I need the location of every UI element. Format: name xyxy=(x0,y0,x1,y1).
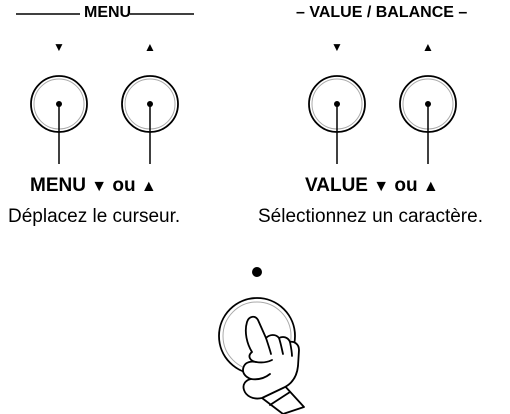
value-description: Sélectionnez un caractère. xyxy=(258,206,483,227)
menu-up-button[interactable] xyxy=(121,75,179,164)
led-dot-icon xyxy=(252,267,262,277)
menu-description: Déplacez le curseur. xyxy=(8,206,181,227)
value-down-arrow-icon: ▼ xyxy=(331,40,343,54)
value-up-arrow-icon: ▲ xyxy=(422,40,434,54)
menu-caption-ou: ou xyxy=(112,175,136,196)
value-caption-name: VALUE xyxy=(305,175,368,196)
menu-caption-up-icon: ▲ xyxy=(140,178,157,195)
value-header-label: – VALUE / BALANCE – xyxy=(296,4,468,21)
menu-caption-name: MENU xyxy=(30,175,86,196)
menu-down-arrow-icon: ▼ xyxy=(53,40,65,54)
menu-down-button[interactable] xyxy=(30,75,88,164)
pressing-hand-icon xyxy=(242,315,305,414)
value-caption-ou: ou xyxy=(394,175,418,196)
menu-up-arrow-icon: ▲ xyxy=(144,40,156,54)
menu-caption: MENU ▼ ou ▲ xyxy=(30,175,157,197)
value-down-button[interactable] xyxy=(308,75,366,164)
menu-header-label: MENU xyxy=(84,4,132,21)
value-caption: VALUE ▼ ou ▲ xyxy=(305,175,439,197)
value-caption-down-icon: ▼ xyxy=(373,178,390,195)
value-caption-up-icon: ▲ xyxy=(422,178,439,195)
menu-caption-down-icon: ▼ xyxy=(91,178,108,195)
value-up-button[interactable] xyxy=(399,75,457,164)
